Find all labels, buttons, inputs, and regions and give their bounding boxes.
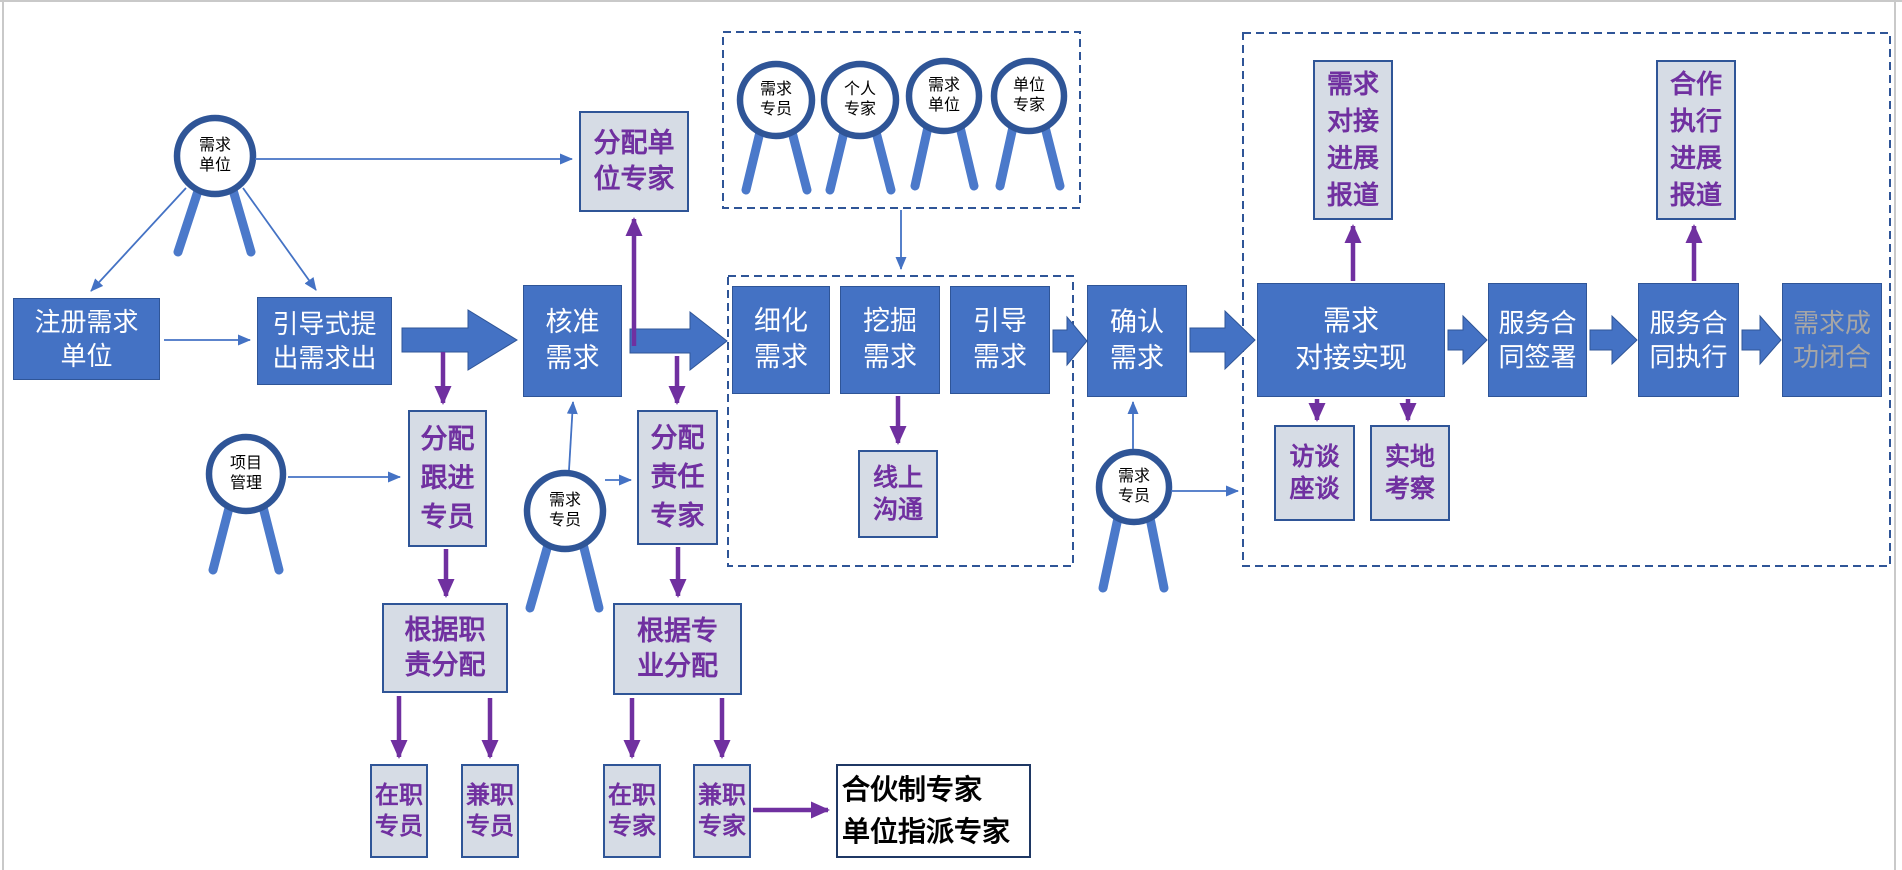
actor-demand-specialist-left-label: 需求 专员 [548, 492, 581, 529]
pool-actor-demand-unit-figure [905, 57, 983, 191]
box-assign-unit-expert: 分配单 位专家 [579, 111, 689, 212]
box-partner-expert: 合伙制专家 单位指派专家 [836, 764, 1031, 858]
pool-actor-unit-expert-label: 单位 专家 [1012, 77, 1045, 114]
box-assign-responsible-expert: 分配 责任 专家 [637, 410, 718, 545]
box-online-communication: 线上 沟通 [858, 450, 938, 538]
pool-actor-demand-specialist-figure [736, 60, 816, 195]
box-assign-by-duty: 根据职 责分配 [382, 603, 508, 693]
actor-project-management-figure [205, 433, 287, 575]
slide-edge-right [1894, 0, 1896, 870]
pool-actor-individual-expert-figure [820, 60, 900, 195]
box-approve-demand: 核准 需求 [523, 285, 622, 397]
actor-demand-specialist-left-figure [523, 469, 607, 613]
actor-project-management-label: 项目 管理 [229, 455, 262, 492]
arrow-specialist-to-approve [566, 401, 578, 471]
box-onduty-specialist: 在职 专员 [370, 764, 428, 858]
block-arrow-proposal-to-approve [401, 309, 518, 371]
box-register-demand-unit: 注册需求 单位 [13, 298, 160, 380]
actor-demand-unit-figure [173, 114, 257, 257]
box-assign-by-major: 根据专 业分配 [613, 603, 742, 695]
box-interview: 访谈 座谈 [1274, 425, 1355, 521]
box-contract-execute: 服务合 同执行 [1638, 283, 1739, 397]
block-arrow-approve-to-refine [629, 310, 728, 372]
pool-actor-individual-expert-label: 个人 专家 [843, 81, 876, 118]
box-field-visit: 实地 考察 [1370, 425, 1450, 521]
actor-demand-unit-label: 需求 单位 [198, 137, 231, 174]
box-matching-realize: 需求 对接实现 [1257, 283, 1445, 397]
slide-edge-left [2, 0, 4, 870]
pool-actor-unit-expert-figure [990, 57, 1068, 191]
slide-edge-top [0, 0, 1902, 2]
actor-demand-specialist-right-label: 需求 专员 [1117, 468, 1150, 505]
matching-execution-container [1242, 32, 1891, 567]
box-contract-sign: 服务合 同签署 [1488, 283, 1587, 397]
box-mine-demand: 挖掘 需求 [840, 286, 940, 394]
block-arrow-sign-to-execute [1589, 314, 1638, 366]
box-demand-closed: 需求成 功闭合 [1782, 283, 1882, 397]
box-assign-follow-specialist: 分配 跟进 专员 [408, 410, 487, 547]
box-refine-demand: 细化 需求 [732, 286, 830, 394]
arrow-demandunit-to-proposal [242, 187, 317, 291]
box-guide-demand: 引导 需求 [950, 286, 1050, 394]
box-guided-proposal: 引导式提 出需求出 [257, 297, 392, 385]
pool-actor-demand-unit-label: 需求 单位 [927, 77, 960, 114]
block-arrow-confirm-to-matching [1189, 309, 1256, 371]
pool-actor-demand-specialist-label: 需求 专员 [759, 81, 792, 118]
actor-demand-specialist-right-figure [1095, 448, 1173, 593]
box-coop-progress-report: 合作 执行 进展 报道 [1656, 60, 1736, 220]
actor-pool-container [722, 31, 1081, 209]
block-arrow-guide-to-confirm [1052, 315, 1088, 367]
block-arrow-execute-to-closed [1741, 314, 1782, 366]
box-parttime-specialist: 兼职 专员 [461, 764, 519, 858]
block-arrow-matching-to-sign [1447, 314, 1488, 366]
box-confirm-demand: 确认 需求 [1087, 285, 1187, 397]
demand-analysis-container [727, 275, 1074, 567]
box-onduty-expert: 在职 专家 [603, 764, 661, 858]
arrow-demandunit-to-register [90, 187, 187, 292]
box-matching-progress-report: 需求 对接 进展 报道 [1313, 60, 1393, 220]
box-parttime-expert: 兼职 专家 [693, 764, 751, 858]
